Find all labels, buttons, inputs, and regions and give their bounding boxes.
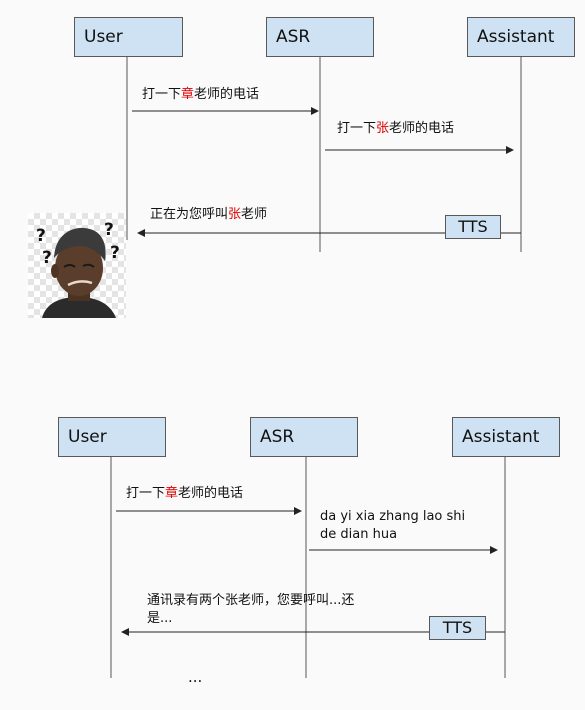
- message-user-to-asr-2: 打一下章老师的电话: [126, 485, 243, 503]
- actor-assistant-2: Assistant: [452, 417, 560, 457]
- question-mark: ?: [36, 226, 46, 246]
- actor-asr-2: ASR: [250, 417, 358, 457]
- ellipsis-text: ...: [188, 668, 203, 686]
- message-text: 老师: [241, 207, 268, 222]
- message-asr-to-assistant-2: da yi xia zhang lao shi de dian hua: [320, 508, 465, 544]
- message-text: 老师的电话: [389, 121, 455, 136]
- message-asr-to-assistant-1: 打一下张老师的电话: [337, 120, 454, 138]
- tts-box-1: TTS: [445, 215, 501, 239]
- tts-box-2: TTS: [429, 616, 486, 640]
- actor-user-1: User: [74, 17, 183, 57]
- message-line: da yi xia zhang lao shi: [320, 509, 466, 524]
- question-mark: ?: [104, 220, 114, 240]
- confused-face-icon: ? ? ? ?: [36, 220, 120, 318]
- message-text: 正在为您呼叫: [150, 207, 229, 222]
- message-highlight: 张: [228, 207, 242, 222]
- message-assistant-to-user-1: 正在为您呼叫张老师: [150, 206, 267, 224]
- message-assistant-to-user-2: 通讯录有两个张老师，您要呼叫...还 是...: [147, 592, 354, 628]
- message-text: 打一下: [337, 121, 377, 136]
- message-text: 打一下: [142, 87, 182, 102]
- message-highlight: 章: [181, 87, 195, 102]
- actor-user-2: User: [58, 417, 166, 457]
- message-text: 老师的电话: [194, 87, 260, 102]
- message-text: 打一下: [126, 486, 166, 501]
- question-mark: ?: [110, 243, 120, 263]
- actor-asr-1: ASR: [266, 17, 374, 57]
- message-line: de dian hua: [320, 527, 398, 542]
- message-highlight: 张: [376, 121, 390, 136]
- question-mark: ?: [42, 248, 52, 268]
- message-highlight: 章: [165, 486, 179, 501]
- message-line: 是...: [147, 611, 173, 626]
- actor-assistant-1: Assistant: [467, 17, 575, 57]
- message-line: 通讯录有两个张老师，您要呼叫...还: [147, 593, 355, 608]
- message-user-to-asr-1: 打一下章老师的电话: [142, 86, 259, 104]
- confused-face-image: ? ? ? ?: [28, 213, 126, 318]
- message-text: 老师的电话: [178, 486, 244, 501]
